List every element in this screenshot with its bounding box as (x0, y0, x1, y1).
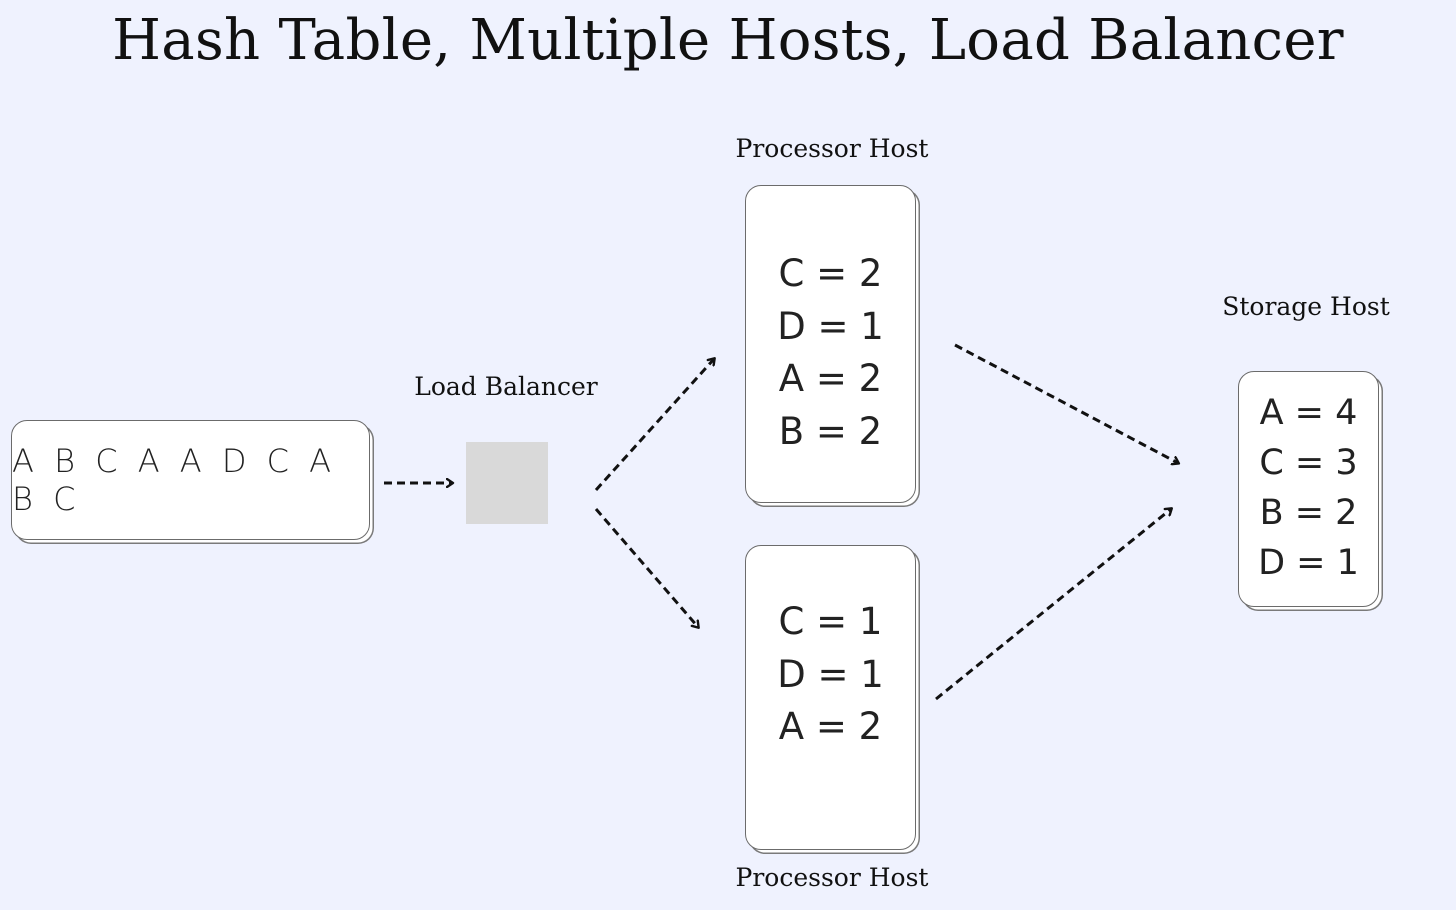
count-row: A = 2 (778, 357, 883, 400)
storage-host-counts: A = 4 C = 3 B = 2 D = 1 (1239, 388, 1378, 588)
count-row: D = 1 (777, 304, 884, 348)
input-sequence-text: A B C A A D C A B C (12, 442, 337, 518)
processor-host-top-counts: C = 2 D = 1 A = 2 B = 2 (746, 248, 915, 458)
count-row: C = 2 (778, 252, 883, 295)
arrow-processor-bottom-to-storage (935, 509, 1171, 701)
processor-host-top-label: Processor Host (735, 134, 929, 163)
count-row: A = 2 (778, 705, 883, 748)
processor-host-top-card: C = 2 D = 1 A = 2 B = 2 (745, 185, 916, 503)
diagram-title: Hash Table, Multiple Hosts, Load Balance… (112, 8, 1344, 73)
count-row: B = 2 (1259, 493, 1358, 533)
arrow-balancer-to-processor-top (594, 359, 714, 492)
count-row: D = 1 (777, 652, 884, 696)
count-row: B = 2 (778, 409, 883, 453)
storage-host-label: Storage Host (1222, 292, 1390, 321)
input-sequence-card: A B C A A D C A B C (11, 420, 370, 540)
count-row: D = 1 (1258, 543, 1359, 583)
count-row: C = 1 (778, 600, 883, 643)
arrow-processor-top-to-storage (954, 343, 1178, 463)
processor-host-bottom-label: Processor Host (735, 863, 929, 892)
load-balancer-box (466, 442, 548, 524)
load-balancer-label: Load Balancer (414, 372, 598, 401)
count-row: C = 3 (1259, 443, 1358, 483)
processor-host-bottom-counts: C = 1 D = 1 A = 2 (746, 596, 915, 754)
storage-host-card: A = 4 C = 3 B = 2 D = 1 (1238, 371, 1379, 607)
processor-host-bottom-card: C = 1 D = 1 A = 2 (745, 545, 916, 850)
arrow-balancer-to-processor-bottom (594, 508, 698, 627)
count-row: A = 4 (1259, 393, 1358, 433)
